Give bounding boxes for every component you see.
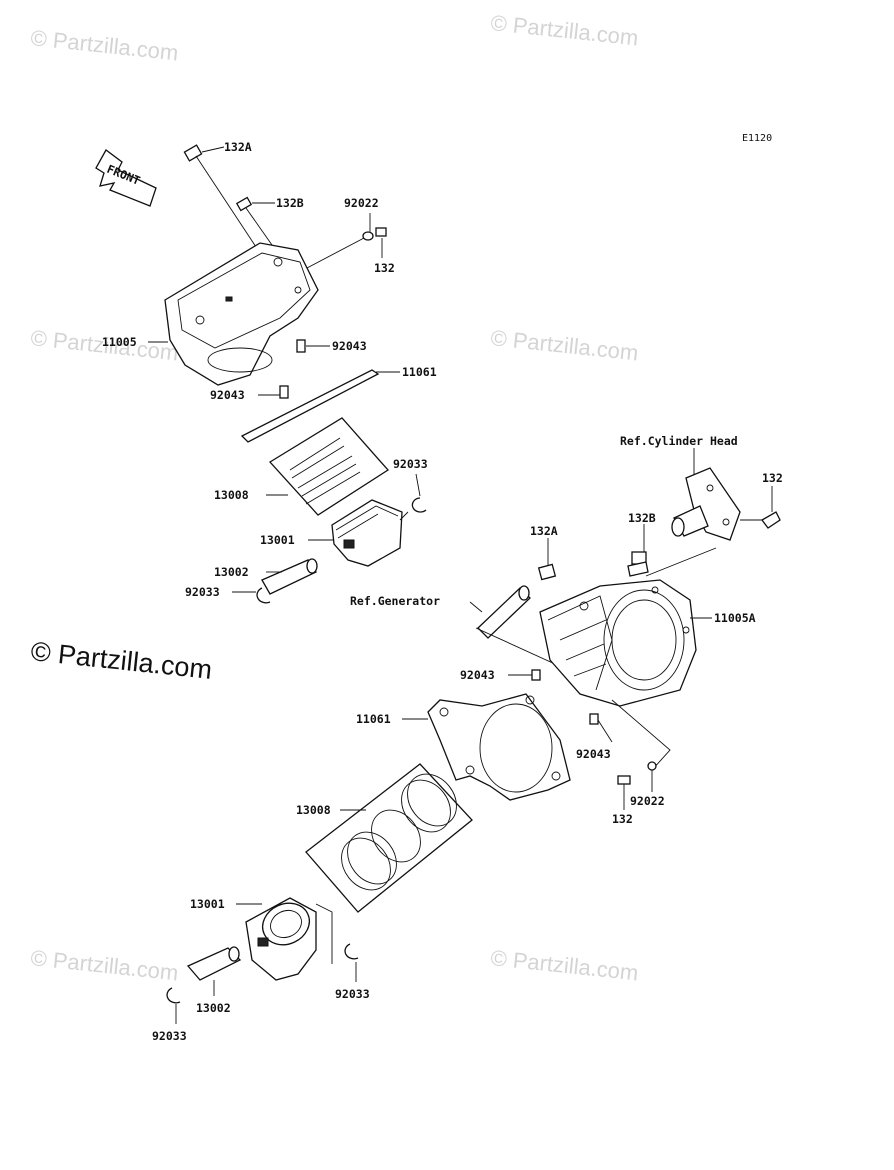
dowel-92043-left-top (258, 385, 289, 399)
label-92043-left-top: 92043 (210, 388, 245, 402)
label-11005: 11005 (102, 335, 137, 349)
label-13002-top: 13002 (214, 565, 249, 579)
gasket-11061-bottom (402, 693, 571, 801)
label-13008-bottom: 13008 (296, 803, 331, 817)
label-132-top: 132 (374, 261, 395, 275)
bolt-132a-top (183, 144, 259, 251)
front-arrow-icon: FRONT (95, 149, 157, 207)
bolt-132b-bottom (627, 524, 717, 577)
piston-13001-bottom (236, 897, 333, 981)
cylinder-head-fitting (671, 448, 741, 541)
watermark: © Partzilla.com (489, 10, 639, 50)
watermark: © Partzilla.com (29, 25, 179, 65)
dowel-92043-mid (508, 669, 541, 681)
label-92043-right-top: 92043 (332, 339, 367, 353)
label-132b-top: 132B (276, 196, 304, 210)
diagram-code: E1120 (742, 133, 772, 144)
label-11061-bottom: 11061 (356, 712, 391, 726)
pin-13002-top (261, 558, 318, 595)
watermark-large: © Partzilla.com (29, 636, 213, 685)
label-13002-bottom: 13002 (196, 1001, 231, 1015)
label-11005a: 11005A (714, 611, 756, 625)
watermarks: © Partzilla.com © Partzilla.com © Partzi… (29, 10, 639, 985)
cylinder-11005 (148, 242, 319, 386)
bolt-132b-top (235, 196, 275, 246)
label-132b-bottom: 132B (628, 511, 656, 525)
cylinder-11005a (539, 579, 712, 707)
gasket-11061-top (240, 369, 400, 443)
piston-13001-top (308, 499, 409, 567)
circlip-92033-top-left (232, 587, 271, 604)
label-ref-generator: Ref.Generator (350, 594, 440, 608)
label-ref-cylinder-head: Ref.Cylinder Head (620, 434, 738, 448)
washer-92022-top (287, 213, 374, 279)
watermark: © Partzilla.com (29, 945, 179, 985)
watermark: © Partzilla.com (489, 325, 639, 365)
label-11061-top: 11061 (402, 365, 437, 379)
label-92033-top-right: 92033 (393, 457, 428, 471)
circlip-92033-top-right (411, 473, 427, 513)
label-13008-top: 13008 (214, 488, 249, 502)
ring-set-13008-bottom (305, 763, 473, 913)
circlip-92033-bottom-right (344, 943, 359, 982)
label-13001-top: 13001 (260, 533, 295, 547)
label-132-right: 132 (762, 471, 783, 485)
label-92022-top: 92022 (344, 196, 379, 210)
label-92022-bottom: 92022 (630, 794, 665, 808)
watermark: © Partzilla.com (489, 945, 639, 985)
pin-13002-bottom (186, 946, 242, 996)
label-132-bottom: 132 (612, 812, 633, 826)
label-92033-top-left: 92033 (185, 585, 220, 599)
dowel-92043-lower (589, 713, 613, 743)
label-92033-bottom-left: 92033 (152, 1029, 187, 1043)
label-92043-lower: 92043 (576, 747, 611, 761)
label-92043-mid: 92043 (460, 668, 495, 682)
dowel-92043-right-top (296, 339, 330, 353)
bolt-132-bottom (617, 775, 631, 810)
bolt-132-top (375, 227, 387, 258)
label-132a-bottom: 132A (530, 524, 558, 538)
circlip-92033-bottom-left (166, 987, 181, 1024)
bolt-132-right (740, 486, 781, 529)
ring-set-13008-top (266, 417, 389, 516)
washer-92022-bottom (647, 761, 657, 792)
label-132a-top: 132A (224, 140, 252, 154)
guide-line (611, 699, 671, 771)
bolt-132a-bottom (537, 538, 557, 581)
label-13001-bottom: 13001 (190, 897, 225, 911)
label-92033-bottom-right: 92033 (335, 987, 370, 1001)
